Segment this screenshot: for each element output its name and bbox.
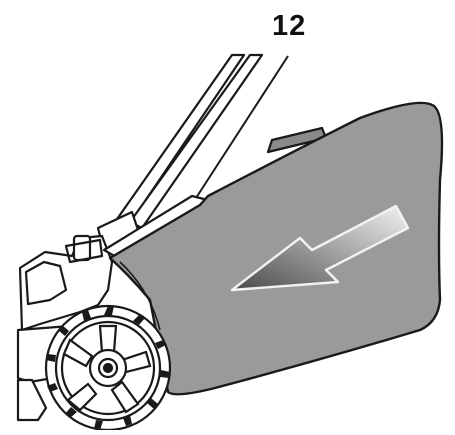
callout-label-12: 12 [272,10,307,42]
wheel-spokes [62,324,152,414]
rear-wheel [44,304,172,432]
wheel-tread [46,306,170,430]
bag-top-handle [266,126,328,154]
leader-line [195,55,289,199]
bag-seam [119,261,161,331]
direction-arrow [230,204,410,292]
handle-bar [96,53,264,254]
grass-catcher-bag [108,101,444,396]
